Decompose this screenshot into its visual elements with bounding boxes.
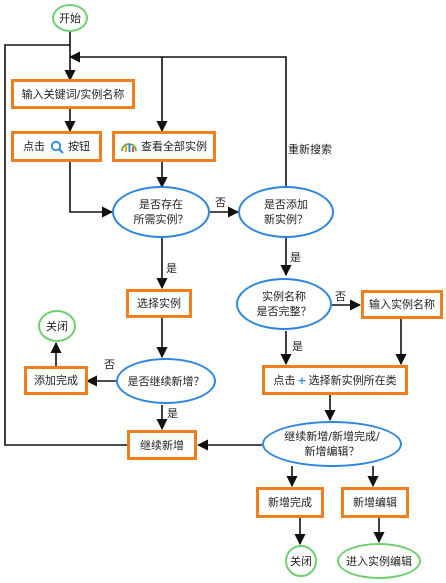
click-search-node: 点击 按钮 [11,131,102,162]
exists-decision: 是否存在 所需实例？ [112,186,210,238]
name-complete-decision: 实例名称 是否完整？ [236,278,332,330]
chart-icon [121,143,137,152]
edge-research [68,51,287,186]
label-yes-addnew: 是 [290,251,301,264]
label-no-name: 否 [335,290,346,303]
new-edit-node: 新增编辑 [341,487,409,518]
input-name-node: 输入实例名称 [361,290,443,319]
select-node: 选择实例 [126,289,192,318]
click-suffix: 按钮 [68,140,90,153]
view-all-label: 查看全部实例 [141,140,207,153]
label-research: 重新搜索 [288,143,332,156]
click-plus-suffix: 选择新实例所在类 [308,373,397,387]
label-yes-continue: 是 [167,407,178,420]
add-done-node: 添加完成 [24,366,88,395]
start-node: 开始 [52,4,88,32]
three-way-decision: 继续新增/新增完成/ 新增编辑？ [262,421,402,467]
label-yes-exists: 是 [166,262,177,275]
view-all-node: 查看全部实例 [112,131,216,162]
new-done-node: 新增完成 [256,487,324,518]
edge-continue-loop [4,44,127,446]
continue-new-node: 继续新增 [127,430,197,460]
label-no-exists: 否 [215,196,226,209]
plus-icon: + [297,373,307,387]
label-no-continue: 否 [104,358,115,371]
click-plus-node: 点击 + 选择新实例所在类 [262,365,408,395]
click-plus-prefix: 点击 [273,373,296,387]
close-top-node: 关闭 [38,310,76,342]
edge-click-exists [69,162,114,218]
enter-edit-node: 进入实例编辑 [337,543,421,579]
add-new-decision: 是否添加 新实例？ [238,186,334,238]
input-keyword-node: 输入关键词/实例名称 [11,79,135,109]
continue-decision: 是否继续新增？ [116,358,216,404]
label-yes-name: 是 [292,340,303,353]
search-icon [50,140,64,154]
click-prefix: 点击 [23,140,45,153]
close-bottom-node: 关闭 [285,545,317,577]
